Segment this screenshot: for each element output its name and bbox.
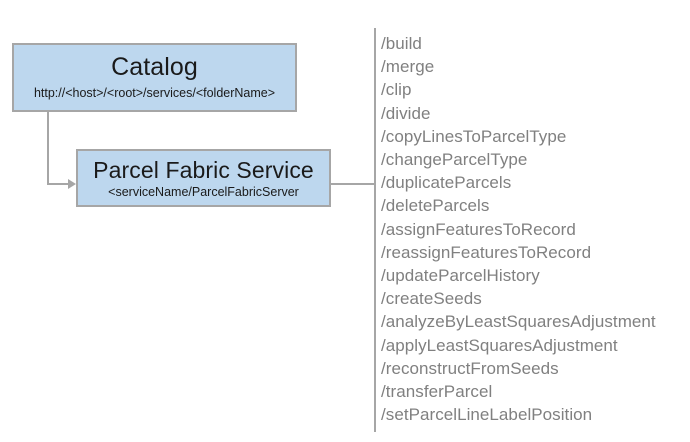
operation-item[interactable]: /changeParcelType	[381, 150, 528, 170]
operation-item[interactable]: /clip	[381, 80, 412, 100]
parcel-fabric-service-node-title: Parcel Fabric Service	[93, 156, 314, 183]
catalog-node-title: Catalog	[111, 53, 198, 81]
operations-divider	[374, 28, 376, 432]
operation-item[interactable]: /transferParcel	[381, 382, 493, 402]
connector-catalog-horizontal	[47, 183, 70, 185]
operation-item[interactable]: /divide	[381, 103, 431, 123]
catalog-node-subtitle: http://<host>/<root>/services/<folderNam…	[33, 86, 276, 100]
operation-item[interactable]: /merge	[381, 57, 435, 77]
operation-item[interactable]: /copyLinesToParcelType	[381, 126, 567, 146]
operation-item[interactable]: /build	[381, 34, 422, 53]
operation-item[interactable]: /assignFeaturesToRecord	[381, 219, 576, 239]
operation-item[interactable]: /deleteParcels	[381, 196, 490, 216]
operation-item[interactable]: /reassignFeaturesToRecord	[381, 242, 592, 262]
parcel-fabric-service-node[interactable]: Parcel Fabric Service <serviceName/Parce…	[76, 149, 331, 207]
operation-item[interactable]: /duplicateParcels	[381, 173, 512, 193]
operation-item[interactable]: /createSeeds	[381, 289, 482, 309]
operation-item[interactable]: /reconstructFromSeeds	[381, 358, 559, 378]
operation-item[interactable]: /setParcelLineLabelPosition	[381, 405, 593, 425]
catalog-node[interactable]: Catalog http://<host>/<root>/services/<f…	[12, 43, 297, 112]
operation-item[interactable]: /applyLeastSquaresAdjustment	[381, 335, 618, 355]
arrowhead-icon	[68, 179, 76, 189]
parcel-fabric-service-node-subtitle: <serviceName/ParcelFabricServer	[108, 184, 299, 199]
operation-item[interactable]: /analyzeByLeastSquaresAdjustment	[381, 312, 656, 332]
operations-list: /build/merge/clip/divide/copyLinesToParc…	[381, 32, 686, 426]
operation-item[interactable]: /updateParcelHistory	[381, 266, 540, 286]
connector-operations-stub	[331, 183, 376, 185]
connector-catalog-vertical	[47, 112, 49, 185]
